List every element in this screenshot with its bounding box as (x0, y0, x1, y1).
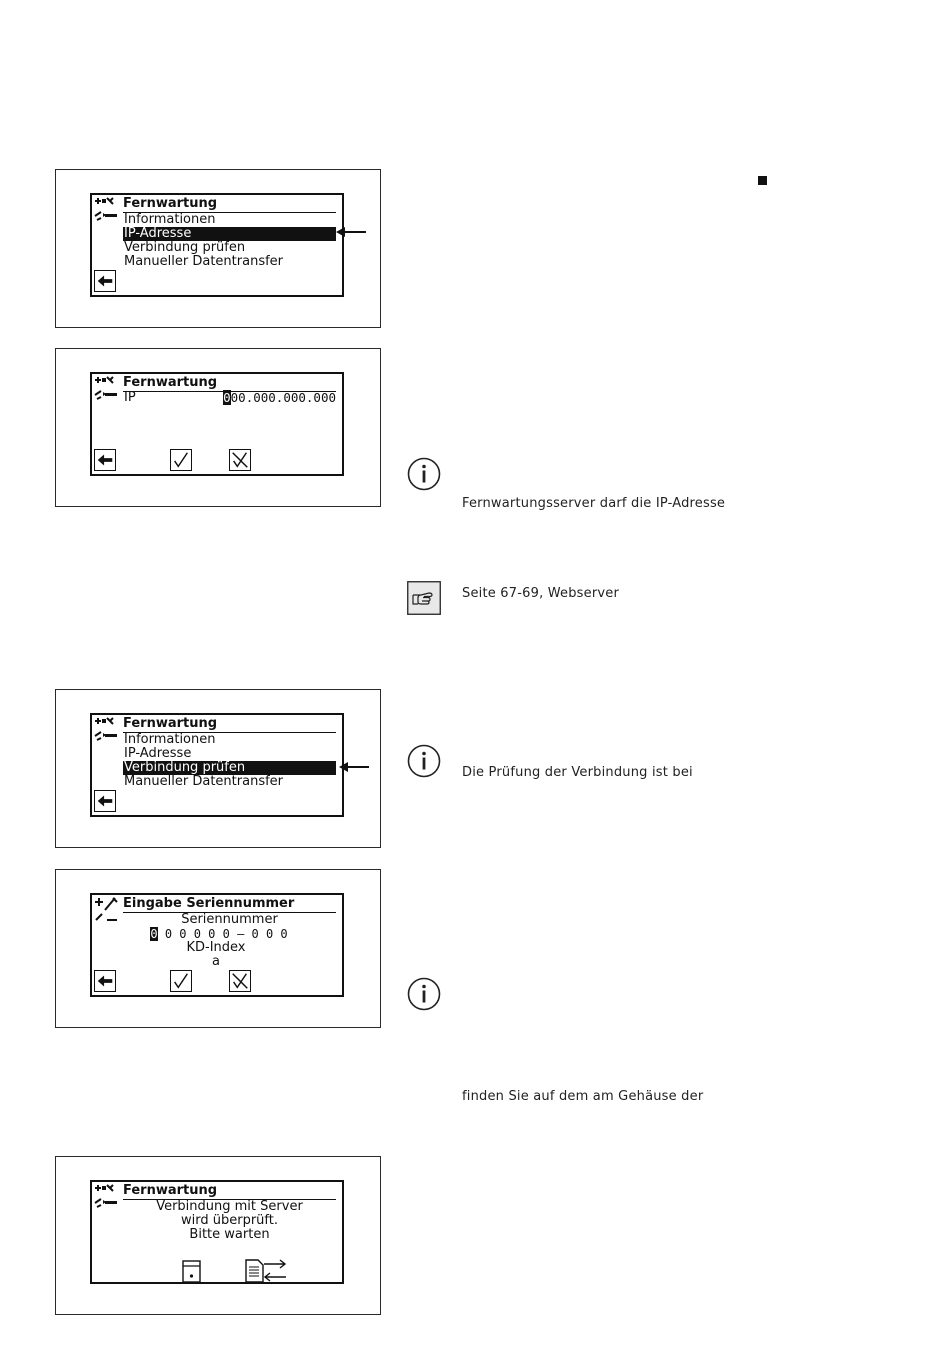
menu-item-verbindung-pruefen[interactable]: Verbindung prüfen (124, 240, 246, 255)
kd-index-value[interactable]: a (212, 954, 220, 969)
screenshot-panel-2: Fernwartung IP 000.000.000.000 (55, 348, 381, 507)
menu-item-manueller-datentransfer[interactable]: Manueller Datentransfer (124, 254, 284, 269)
lcd-title: Eingabe Seriennummer (123, 896, 336, 913)
confirm-button[interactable] (170, 449, 192, 471)
info-text-serial: finden Sie auf dem am Gehäuse der (462, 1089, 704, 1104)
lcd-screen-menu: Fernwartung Informationen IP-Adresse Ver… (90, 713, 344, 817)
screenshot-panel-1: Fernwartung Informationen IP-Adresse Ver… (55, 169, 381, 328)
cancel-check-icon (232, 452, 248, 468)
lcd-title: Fernwartung (123, 716, 336, 733)
lcd-screen-serial: Eingabe Seriennummer Seriennummer 0 0 0 … (90, 893, 344, 997)
back-button[interactable] (94, 270, 116, 292)
cancel-button[interactable] (229, 970, 251, 992)
ip-label: IP (124, 390, 136, 405)
remote-maintenance-icon (94, 1184, 117, 1208)
cancel-check-icon (232, 973, 248, 989)
info-icon (407, 457, 441, 491)
back-arrow-icon (97, 975, 113, 987)
info-icon (407, 977, 441, 1011)
back-arrow-icon (97, 795, 113, 807)
serial-input[interactable]: 0 0 0 0 0 0 – 0 0 0 (102, 927, 336, 941)
checkmark-icon (174, 973, 188, 989)
reference-text-webserver: Seite 67-69, Webserver (462, 586, 620, 601)
lcd-title: Fernwartung (123, 196, 336, 213)
back-button[interactable] (94, 790, 116, 812)
info-icon (407, 744, 441, 778)
ip-cursor: 0 (223, 390, 231, 405)
menu-item-informationen[interactable]: Informationen (124, 732, 216, 747)
cancel-button[interactable] (229, 449, 251, 471)
back-button[interactable] (94, 970, 116, 992)
back-arrow-icon (97, 454, 113, 466)
ip-row: IP 000.000.000.000 (123, 390, 336, 405)
screenshot-panel-3: Fernwartung Informationen IP-Adresse Ver… (55, 689, 381, 848)
menu-item-ip-adresse[interactable]: IP-Adresse (123, 227, 336, 241)
status-line-3: Bitte warten (189, 1227, 270, 1242)
bullet-square (758, 176, 767, 185)
lcd-title: Fernwartung (123, 1183, 336, 1200)
info-text-ip: Fernwartungsserver darf die IP-Adresse (462, 496, 726, 511)
back-arrow-icon (97, 275, 113, 287)
ip-value: 00.000.000.000 (230, 390, 336, 405)
plus-minus-tool-icon (95, 897, 118, 921)
remote-maintenance-icon (94, 376, 117, 400)
serial-cursor: 0 (150, 927, 158, 941)
status-line-1: Verbindung mit Server (156, 1199, 303, 1214)
info-text-verbindung: Die Prüfung der Verbindung ist bei (462, 765, 693, 780)
lcd-screen-menu: Fernwartung Informationen IP-Adresse Ver… (90, 193, 344, 297)
pointer-arrow-icon (339, 762, 369, 772)
pointing-hand-icon (407, 581, 441, 615)
checkmark-icon (174, 452, 188, 468)
back-button[interactable] (94, 449, 116, 471)
lcd-screen-checking: Fernwartung Verbindung mit Server wird ü… (90, 1180, 344, 1284)
remote-maintenance-icon (94, 717, 117, 741)
confirm-button[interactable] (170, 970, 192, 992)
serial-value: 0 0 0 0 0 – 0 0 0 (157, 927, 288, 941)
menu-item-ip-adresse[interactable]: IP-Adresse (124, 746, 192, 761)
screenshot-panel-5: Fernwartung Verbindung mit Server wird ü… (55, 1156, 381, 1315)
pointer-arrow-icon (336, 227, 366, 237)
lcd-screen-ip: Fernwartung IP 000.000.000.000 (90, 372, 344, 476)
menu-item-manueller-datentransfer[interactable]: Manueller Datentransfer (124, 774, 284, 789)
menu-item-informationen[interactable]: Informationen (124, 212, 216, 227)
menu-item-verbindung-pruefen[interactable]: Verbindung prüfen (123, 761, 336, 775)
serial-label: Seriennummer (181, 912, 278, 927)
ip-input[interactable]: 000.000.000.000 (223, 390, 336, 405)
data-transfer-icon (245, 1259, 287, 1282)
screenshot-panel-4: Eingabe Seriennummer Seriennummer 0 0 0 … (55, 869, 381, 1028)
remote-maintenance-icon (94, 197, 117, 221)
status-line-2: wird überprüft. (181, 1213, 278, 1228)
kd-index-label: KD-Index (186, 940, 246, 955)
server-icon (182, 1260, 201, 1282)
